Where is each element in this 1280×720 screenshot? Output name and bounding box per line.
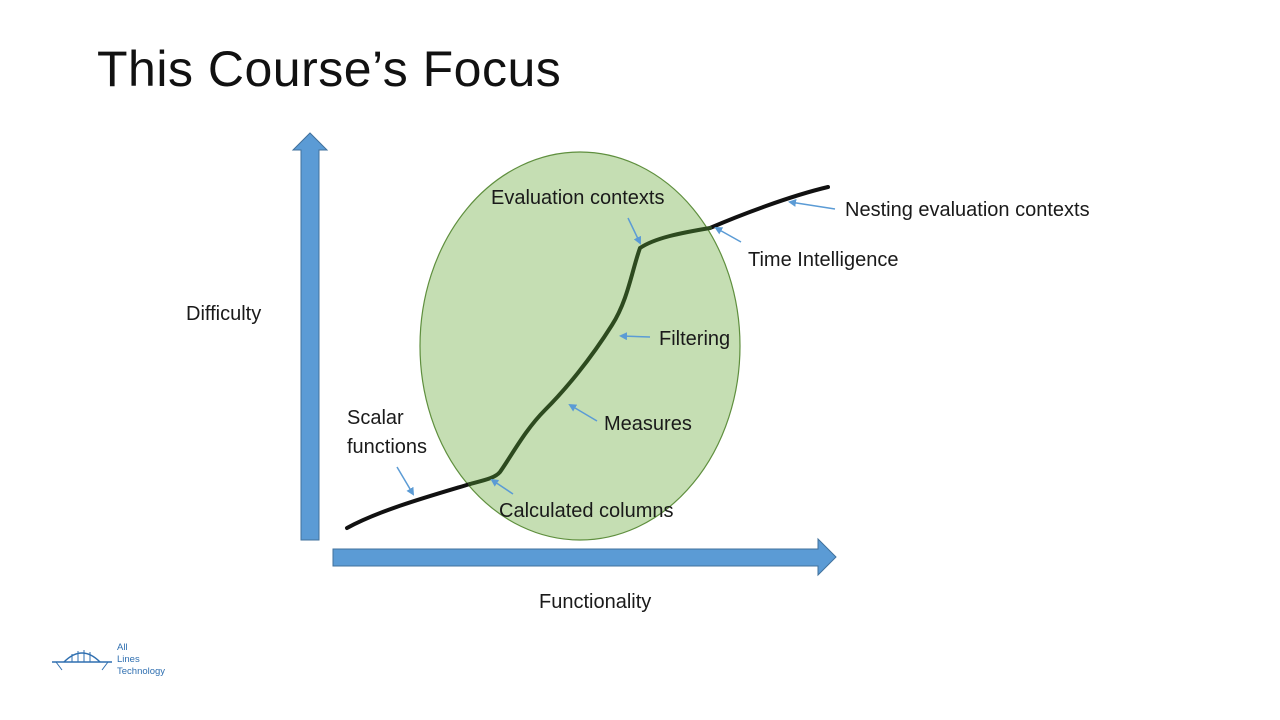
- scalar-functions-label-line1: Scalar: [347, 407, 404, 429]
- difficulty-curve: [345, 185, 830, 530]
- filtering-pointer: [619, 332, 651, 341]
- difficulty-curve-focus-segment: [468, 226, 712, 486]
- time-intelligence-label: Time Intelligence: [748, 249, 898, 271]
- slide-title: This Course’s Focus: [97, 41, 562, 97]
- evaluation-contexts-label: Evaluation contexts: [491, 187, 664, 209]
- x-axis-label: Functionality: [539, 591, 651, 613]
- calculated-columns-label: Calculated columns: [499, 500, 674, 522]
- logo-text: All Lines Technology: [117, 642, 166, 677]
- calculated-columns-pointer: [490, 478, 514, 495]
- nesting-evaluation-contexts-label: Nesting evaluation contexts: [845, 199, 1090, 221]
- measures-pointer: [568, 403, 598, 422]
- bridge-logo-icon: [52, 650, 112, 671]
- y-axis-label: Difficulty: [186, 303, 261, 325]
- scalar-functions-label-line2: functions: [347, 436, 427, 458]
- focus-ellipse: [419, 151, 741, 541]
- all-lines-technology-logo: All Lines Technology: [50, 640, 190, 685]
- time-intelligence-pointer: [714, 227, 742, 243]
- filtering-label: Filtering: [659, 328, 730, 350]
- difficulty-axis-arrow: [291, 132, 329, 541]
- nesting-evaluation-contexts-pointer: [788, 198, 836, 210]
- measures-label: Measures: [604, 413, 692, 435]
- functionality-axis-arrow: [332, 537, 837, 577]
- scalar-functions-pointer: [396, 466, 415, 496]
- evaluation-contexts-pointer: [627, 217, 642, 245]
